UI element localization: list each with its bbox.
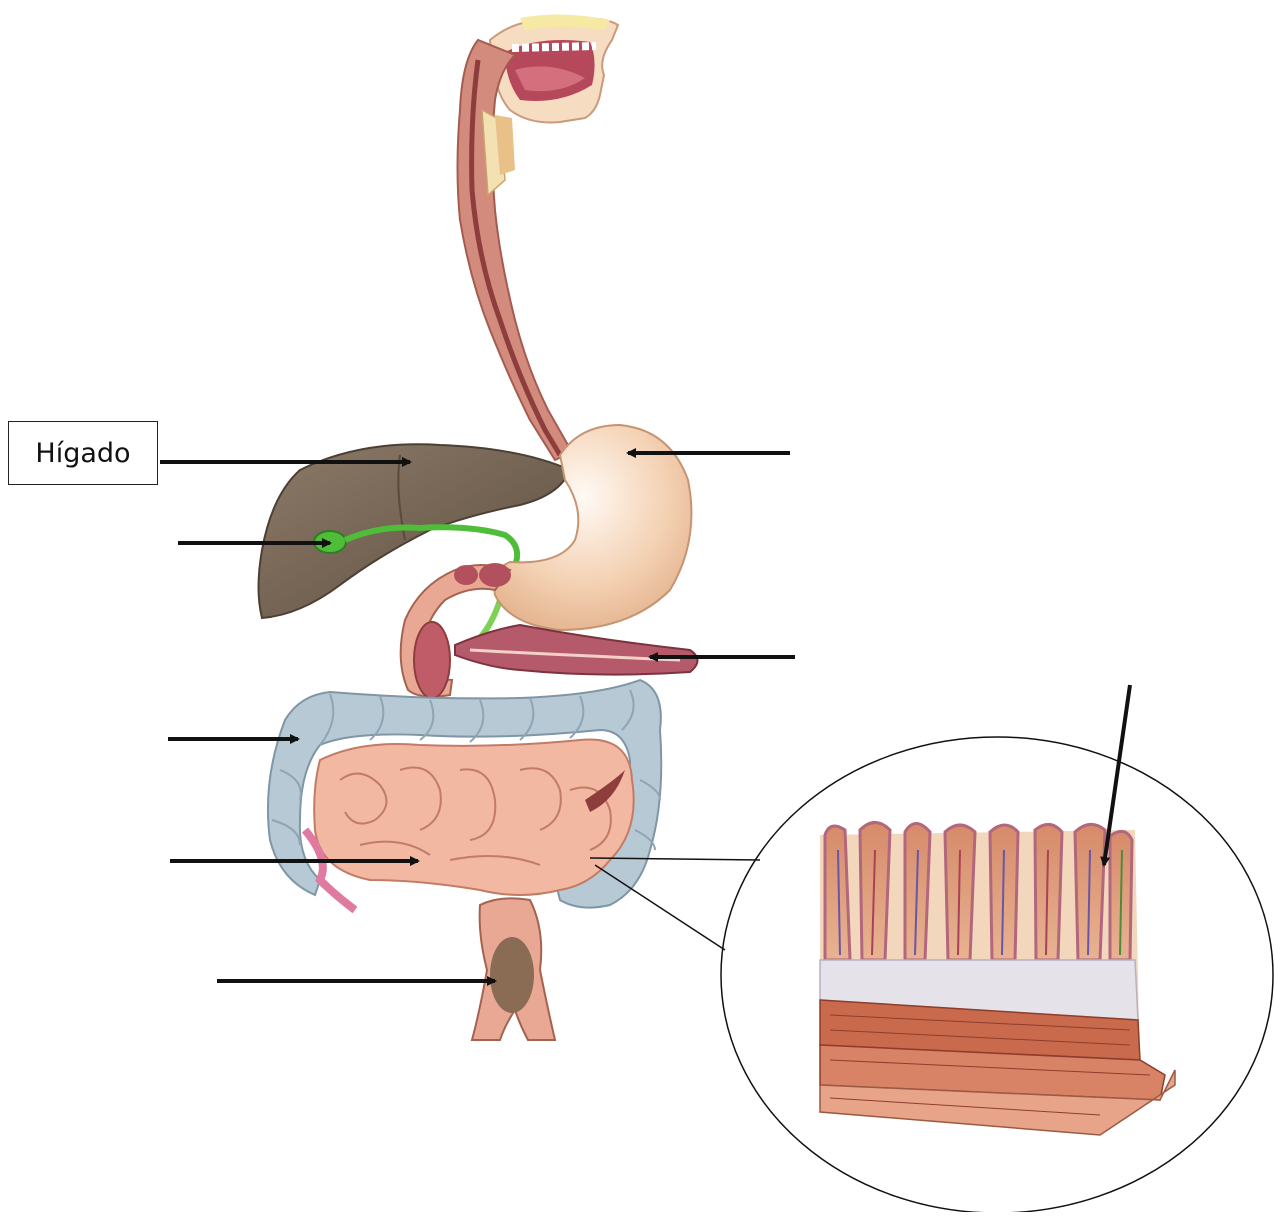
pancreas-illustration — [455, 625, 698, 675]
liver-label-box: Hígado — [8, 421, 158, 485]
villi-magnification — [721, 737, 1273, 1212]
mouth-illustration — [490, 14, 618, 122]
liver-label: Hígado — [35, 438, 130, 469]
rectum-illustration — [472, 898, 555, 1040]
